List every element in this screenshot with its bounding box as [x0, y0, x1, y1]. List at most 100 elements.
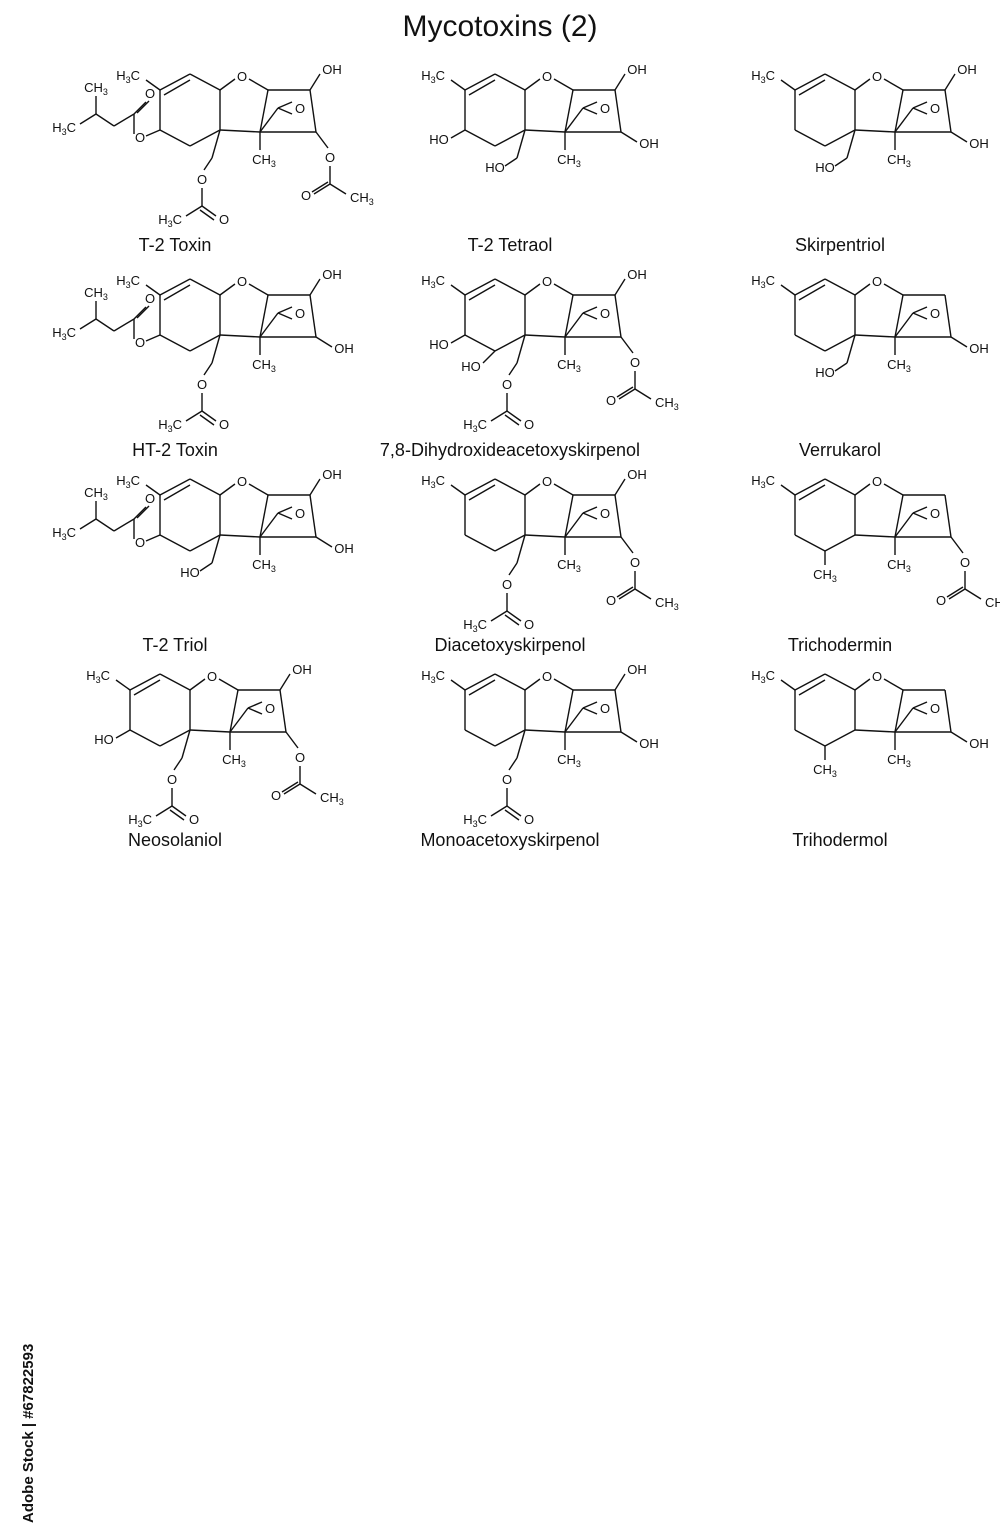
bond	[464, 673, 496, 691]
bond	[834, 157, 848, 167]
bond	[113, 518, 135, 532]
hydroxyl-label: OH	[969, 136, 989, 151]
subscript: 3	[473, 424, 478, 434]
bond	[229, 689, 239, 733]
bond	[824, 73, 856, 91]
hydroxyl-label: OH	[639, 736, 659, 751]
compound-name: Trihodermol	[792, 830, 888, 850]
subscript: 3	[62, 332, 67, 342]
label-tail: C	[436, 68, 445, 83]
epoxide-bond	[582, 707, 598, 715]
compound-name: 7,8-Dihydroxideacetoxyskirpenol	[379, 440, 641, 460]
subscript: 3	[103, 292, 108, 302]
bond	[299, 783, 317, 795]
label-tail: C	[478, 417, 487, 432]
bond	[145, 534, 161, 542]
bond	[794, 534, 826, 552]
methyl-label: CH3	[84, 485, 108, 502]
carbonyl-oxygen-label: O	[301, 188, 311, 203]
compound-name: Verrukarol	[798, 440, 882, 460]
epoxide-oxygen-label: O	[930, 101, 940, 116]
bond	[185, 205, 203, 217]
bond	[854, 678, 871, 691]
bond	[203, 157, 213, 171]
bond	[794, 673, 826, 691]
bond	[506, 410, 522, 422]
compound-name: HT-2 Toxin	[132, 440, 218, 460]
ring-oxygen-label: O	[872, 274, 882, 289]
bond	[944, 294, 952, 338]
compound-name: Skirpentriol	[794, 235, 886, 255]
methyl-label: H3C	[751, 68, 775, 85]
methyl-label: CH3	[252, 357, 276, 374]
label-tail: C	[766, 668, 775, 683]
compound-cell: OOH3CCH3OOCH3CH3Trichodermin	[675, 465, 1000, 670]
hydroxyl-label: OH	[322, 62, 342, 77]
subscript: 3	[369, 197, 374, 207]
carbonyl-oxygen-label: O	[219, 212, 229, 227]
hydroxyl-label: HO	[94, 732, 114, 747]
bond	[618, 588, 636, 600]
bond	[450, 284, 466, 296]
bond	[516, 334, 526, 364]
bond	[248, 483, 269, 496]
subscript: 3	[906, 364, 911, 374]
bond	[219, 78, 236, 91]
methyl-label: H3C	[421, 668, 445, 685]
bond	[794, 278, 826, 296]
hydroxyl-label: HO	[429, 337, 449, 352]
bond	[189, 534, 221, 552]
bond	[950, 731, 968, 743]
bond	[553, 483, 574, 496]
subscript: 3	[431, 480, 436, 490]
bond	[824, 729, 856, 747]
bond	[185, 410, 203, 422]
subscript: 3	[271, 159, 276, 169]
bond	[894, 494, 904, 538]
bond	[524, 729, 566, 733]
epoxide-bond	[277, 506, 293, 514]
epoxide-bond	[912, 701, 928, 709]
ring-oxygen-label: O	[542, 69, 552, 84]
epoxide-bond	[564, 512, 584, 538]
bond	[780, 79, 796, 91]
subscript: 3	[431, 75, 436, 85]
double-bond	[616, 586, 634, 598]
epoxide-bond	[277, 101, 293, 109]
bond	[824, 478, 856, 496]
ester-oxygen-label: O	[197, 172, 207, 187]
bond	[516, 129, 526, 159]
bond	[464, 278, 496, 296]
ester-oxygen-label: O	[960, 555, 970, 570]
ester-oxygen-label: O	[502, 772, 512, 787]
ring-oxygen-label: O	[542, 274, 552, 289]
bond	[508, 757, 518, 771]
bond	[464, 129, 496, 147]
methyl-label: CH3	[350, 190, 374, 207]
methyl-label: H3C	[421, 273, 445, 290]
methyl-label: H3C	[116, 473, 140, 490]
bond	[211, 129, 221, 159]
bond	[824, 673, 856, 691]
epoxide-bond	[912, 512, 928, 520]
bond	[494, 673, 526, 691]
bond	[564, 89, 574, 133]
label-tail: C	[478, 617, 487, 632]
subscript: 3	[168, 219, 173, 229]
methyl-label: CH3	[887, 152, 911, 169]
double-bond	[616, 386, 634, 398]
double-bond	[468, 284, 496, 301]
bond	[181, 729, 191, 759]
hydroxyl-label: OH	[969, 736, 989, 751]
ring-oxygen-label: O	[872, 474, 882, 489]
bond	[133, 101, 147, 115]
bond	[846, 334, 856, 364]
bond	[794, 73, 826, 91]
bond	[201, 410, 217, 422]
